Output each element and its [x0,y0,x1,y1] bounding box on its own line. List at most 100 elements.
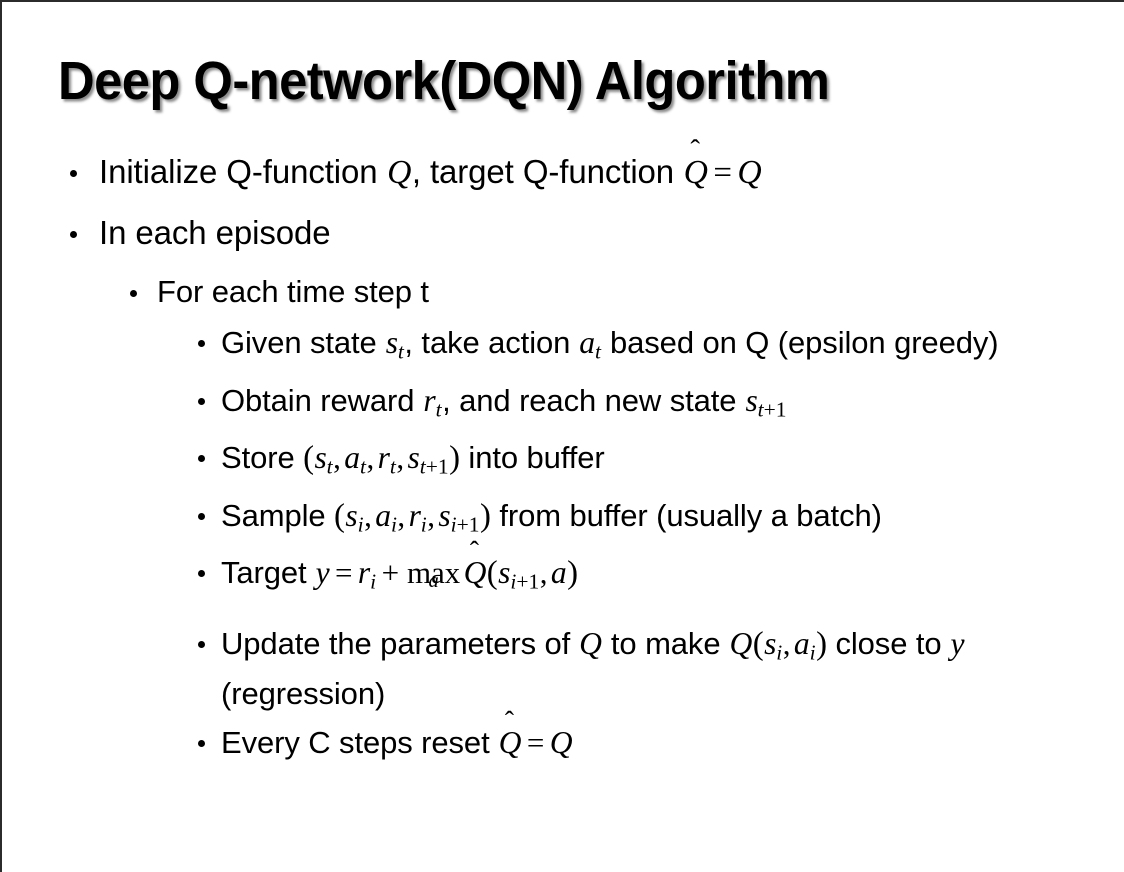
math-operator: = [335,555,353,591]
bullet-item-obtain-reward-reach-new-state: Obtain reward rt, and reach new state st… [2,380,1124,431]
bullet-dot-icon [70,231,77,238]
math-subscript: i [357,512,364,537]
bullet-dot-icon [70,170,77,177]
text-run: Initialize Q-function [99,153,387,190]
math-subscript: t+1 [757,397,787,422]
math-variable: y [950,625,965,661]
math-variable-subscripted: at [344,440,366,479]
math-variable: Q [579,625,602,661]
bullet-dot-icon [198,740,205,747]
math-variable-subscripted: st+1 [745,382,787,422]
math-subscript: t [397,339,404,364]
math-operator: = [713,155,732,191]
math-subscript: t [595,339,601,364]
math-variable: Q [387,154,412,191]
bullet-text: Initialize Q-function Q, target Q-functi… [99,136,1086,195]
math-comma: , [427,497,435,533]
bullet-text: In each episode [99,211,1086,255]
bullet-dot-icon [198,340,205,347]
math-subscript: t [435,397,442,422]
text-run: Every C steps reset [221,725,499,761]
math-comma: , [364,497,372,533]
text-run: to make [602,625,729,661]
bullet-dot-icon [198,513,205,520]
text-run: , target Q-function [411,153,684,190]
bullet-item-given-state-take-action: Given state st, take action at based on … [2,322,1124,373]
math-variable-subscripted: si [345,497,364,537]
math-variable: Q [549,725,573,761]
math-comma: , [539,555,548,591]
bullet-item-update-parameters-regression: Update the parameters of Q to make Q(si,… [2,623,1124,716]
math-paren: ) [449,440,460,477]
bullet-item-in-each-episode: In each episode [2,211,1124,255]
math-variable: a [550,555,567,591]
text-run: Update the parameters of [221,625,579,661]
text-run: , and reach new state [442,382,745,418]
math-variable-subscripted: st [314,440,333,479]
math-variable-subscripted: at [579,325,601,364]
text-run: from buffer (usually a batch) [490,497,882,533]
circumflex-accent-icon: ˆ [504,706,514,737]
text-run: , take action [404,325,579,360]
bullet-text: For each time step t [157,271,1086,313]
math-subscript: t [360,454,366,479]
page-title: Deep Q-network(DQN) Algorithm [58,51,830,111]
math-comma: , [782,625,791,661]
math-variable-subscripted: ai [793,625,816,665]
math-variable-subscripted: st [385,325,404,364]
bullet-text: Given state st, take action at based on … [221,322,1092,373]
text-run: Obtain reward [221,382,423,418]
text-run: Store [221,440,304,476]
text-run: close to [826,625,951,661]
math-variable-subscripted: si [764,625,783,665]
math-variable-subscripted: rt [423,382,442,422]
math-paren: ) [567,555,578,592]
math-paren: ) [480,497,491,534]
math-comma: , [333,440,341,476]
bullet-text: Store (st,at,rt,st+1) into buffer [221,437,1092,488]
math-variable-subscripted: si+1 [438,497,480,537]
bullet-text: Update the parameters of Q to make Q(si,… [221,623,1092,716]
math-variable: Q [737,154,762,191]
bullet-dot-icon [198,455,205,462]
bullet-item-for-each-time-step: For each time step t [2,271,1124,313]
math-subscript: i [809,640,816,665]
math-variable-subscripted: ai [375,497,397,537]
text-run: For each time step t [157,274,429,309]
bullet-dot-icon [198,570,205,577]
bullet-text: Sample (si,ai,ri,si+1) from buffer (usua… [221,495,1092,546]
math-subscript: i [420,512,427,537]
math-comma: , [397,497,406,533]
math-paren: ) [816,625,827,662]
math-variable-subscripted: ri [408,497,427,537]
bullet-text: Obtain reward rt, and reach new state st… [221,380,1092,431]
math-variable: Q [729,625,753,661]
bullet-list: Initialize Q-function Q, target Q-functi… [2,136,1124,771]
math-comma: , [396,440,404,476]
math-operator: = [526,725,545,761]
math-paren: ( [334,497,345,534]
math-comma: , [366,440,375,476]
bullet-item-store-into-buffer: Store (st,at,rt,st+1) into buffer [2,437,1124,488]
circumflex-accent-icon: ˆ [690,133,700,166]
math-subscript: i [776,640,783,665]
math-operator: + [381,555,399,591]
math-subscript: t [389,454,396,479]
math-subscript: i [390,512,397,537]
text-run: based on Q (epsilon greedy) [601,325,999,360]
math-paren: ( [303,440,314,477]
text-run: into buffer [459,440,605,476]
math-subscript: i+1 [510,569,540,594]
circumflex-accent-icon: ˆ [469,536,479,567]
bullet-item-sample-from-buffer: Sample (si,ai,ri,si+1) from buffer (usua… [2,495,1124,546]
math-paren: ( [486,555,498,592]
text-run: (regression) [221,676,386,712]
text-run: Sample [221,497,335,533]
